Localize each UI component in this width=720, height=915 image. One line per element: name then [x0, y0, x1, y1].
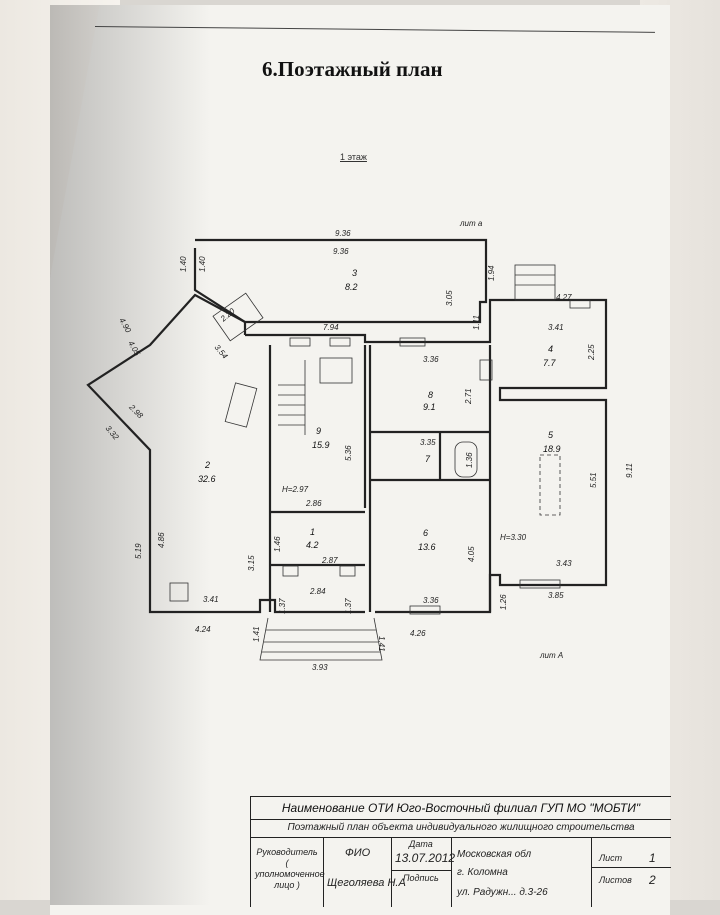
dimension-label: 1.36	[465, 452, 474, 468]
dimension-label: 9.11	[625, 463, 634, 478]
stamp-divider	[591, 837, 592, 907]
dimension-label: 2.98	[127, 402, 145, 420]
room-3-area: 8.2	[345, 282, 358, 292]
dimension-label: 9.36	[335, 229, 351, 238]
room-6-area: 13.6	[418, 542, 436, 552]
dimension-label: 7.94	[323, 323, 339, 332]
dimension-label: 3.41	[203, 595, 219, 604]
dimension-label: H=2.97	[282, 485, 309, 494]
room-1-number: 1	[310, 527, 315, 537]
dimension-label: 4.05	[126, 339, 142, 357]
dimension-label: 3.32	[104, 424, 121, 442]
dimension-label: 4.26	[410, 629, 426, 638]
dimension-label: 2.71	[464, 388, 473, 405]
dimension-label: 9.36	[333, 247, 349, 256]
dimension-label: H=3.30	[500, 533, 527, 542]
room-8-number: 8	[428, 390, 433, 400]
dimension-label: 2.86	[305, 499, 322, 508]
dimension-label: 1.26	[499, 594, 508, 610]
room-2-area: 32.6	[198, 474, 216, 484]
room-7-number: 7	[425, 454, 431, 464]
sheet-label: Лист	[599, 853, 623, 863]
dimension-label: 1.11	[472, 315, 481, 330]
room-4-number: 4	[548, 344, 553, 354]
dimension-label: 3.41	[548, 323, 564, 332]
room-5-number: 5	[548, 430, 554, 440]
dimension-label: 1.40	[179, 256, 188, 272]
dimension-label: 2.87	[321, 556, 338, 565]
dimension-label: 2.84	[309, 587, 326, 596]
dimension-label: 4.86	[157, 532, 166, 548]
address-line-1: Московская обл	[457, 849, 532, 860]
dimension-label: 4.90	[117, 316, 133, 334]
room-2-number: 2	[204, 460, 210, 470]
dimension-label: 3.54	[213, 343, 230, 361]
dimension-label: 1.41	[377, 636, 386, 652]
role-label: Руководитель ( уполномоченное лицо )	[255, 847, 325, 890]
signature-label: Подпись	[403, 873, 439, 883]
room-6-number: 6	[423, 528, 428, 538]
sheets-value: 2	[649, 873, 656, 887]
dimension-label: 5.19	[134, 543, 143, 559]
address-line-3: ул. Радужн... д.3-26	[457, 887, 548, 898]
lit-a-bottom-label: лит А	[539, 651, 563, 660]
room-3-number: 3	[352, 268, 357, 278]
dimension-label: 1.40	[198, 256, 207, 272]
room-labels: 3 8.2 4 7.7 8 9.1 9 15.9 7 5 18.9 2 32.6…	[198, 219, 563, 660]
stamp-divider	[391, 870, 451, 871]
floor-label: 1 этаж	[340, 152, 367, 162]
dimension-label: 5.36	[344, 445, 353, 461]
dimension-label: 1.37	[278, 598, 287, 614]
dimension-label: 3.35	[420, 438, 436, 447]
dimension-label: 3.43	[556, 559, 572, 568]
dimension-label: 3.93	[312, 663, 328, 672]
dimension-label: 3.05	[445, 290, 454, 306]
dimension-label: 1.37	[344, 598, 353, 614]
dimension-label: 3.36	[423, 355, 439, 364]
dimension-label: 5.51	[589, 472, 598, 488]
dimension-label: 4.05	[467, 546, 476, 562]
title-block: Наименование ОТИ Юго-Восточный филиал ГУ…	[250, 796, 671, 907]
lit-a-top-label: лит а	[459, 219, 483, 228]
dimension-label: 1.41	[252, 626, 261, 642]
room-4-area: 7.7	[543, 358, 557, 368]
document-sheet	[50, 5, 670, 915]
plan-walls	[86, 238, 608, 614]
address-line-2: г. Коломна	[457, 867, 508, 878]
dimension-label: 2.25	[587, 344, 596, 361]
dimension-label: 3.15	[247, 555, 256, 571]
sheets-label: Листов	[599, 875, 632, 885]
document-title: 6.Поэтажный план	[262, 57, 443, 81]
dimension-label: 3.36	[423, 596, 439, 605]
stamp-divider	[391, 837, 392, 907]
plan-details	[169, 264, 591, 661]
fio-label: ФИО	[345, 847, 371, 859]
stamp-divider	[451, 837, 452, 907]
fio-value: Щеголяева Н.А	[327, 877, 406, 889]
sheet-value: 1	[649, 851, 656, 865]
dimension-label: 3.85	[548, 591, 564, 600]
stamp-divider	[323, 837, 324, 907]
title-block-subheader: Поэтажный план объекта индивидуального ж…	[251, 819, 671, 838]
room-9-area: 15.9	[312, 440, 330, 450]
date-value: 13.07.2012	[395, 851, 456, 865]
room-5-area: 18.9	[543, 444, 561, 454]
dimension-label: 4.24	[195, 625, 211, 634]
stamp-divider	[591, 867, 671, 868]
dimension-label: 1.94	[487, 265, 496, 281]
title-block-header: Наименование ОТИ Юго-Восточный филиал ГУ…	[251, 797, 671, 820]
room-1-area: 4.2	[306, 540, 319, 550]
room-8-area: 9.1	[423, 402, 436, 412]
dimension-label: 1.46	[273, 536, 282, 552]
date-label: Дата	[409, 839, 433, 849]
room-9-number: 9	[316, 426, 321, 436]
dimension-label: 4.27	[556, 293, 572, 302]
